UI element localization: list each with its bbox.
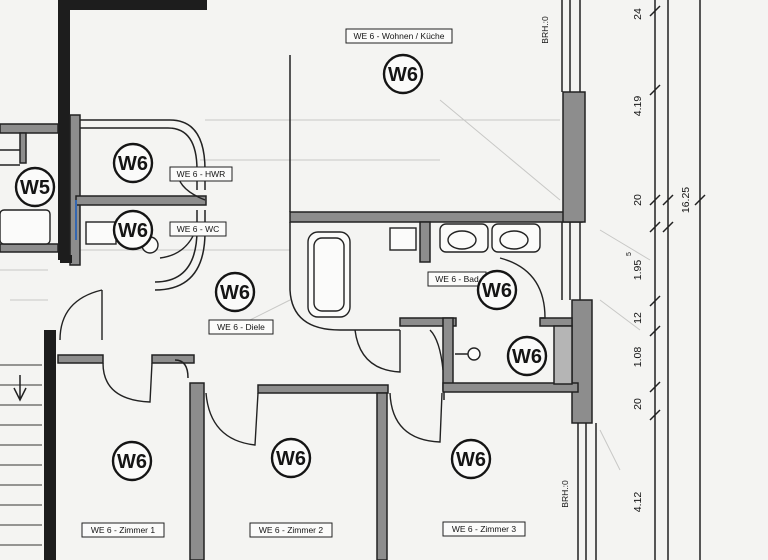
dim-24: 24 bbox=[632, 8, 644, 20]
svg-text:WE 6 - Zimmer 3: WE 6 - Zimmer 3 bbox=[452, 524, 516, 534]
badge-wohnen: W6 bbox=[382, 53, 424, 95]
room-label-zimmer1: WE 6 - Zimmer 1 bbox=[81, 522, 165, 538]
badge-diele: W6 bbox=[214, 271, 256, 313]
wall-kitchen-bath bbox=[289, 211, 583, 223]
dim-419: 4.19 bbox=[632, 96, 644, 117]
svg-text:W6: W6 bbox=[118, 220, 148, 242]
svg-text:WE 6 - Wohnen / Küche: WE 6 - Wohnen / Küche bbox=[353, 31, 444, 41]
svg-text:W6: W6 bbox=[220, 282, 250, 304]
wall-left-outer bbox=[58, 0, 70, 260]
room-label-zimmer3: WE 6 - Zimmer 3 bbox=[442, 521, 526, 537]
dim-108: 1.08 bbox=[632, 347, 644, 368]
svg-text:WE 6 - Zimmer 1: WE 6 - Zimmer 1 bbox=[91, 525, 155, 535]
badge-wc: W6 bbox=[112, 209, 154, 251]
svg-text:W6: W6 bbox=[456, 449, 486, 471]
svg-text:W6: W6 bbox=[276, 448, 306, 470]
room-label-wc: WE 6 - WC bbox=[169, 221, 227, 237]
drain-icon bbox=[467, 347, 481, 361]
svg-text:WE 6 - WC: WE 6 - WC bbox=[177, 224, 220, 234]
room-label-hwr: WE 6 - HWR bbox=[169, 166, 233, 182]
badge-zimmer2: W6 bbox=[270, 437, 312, 479]
doors bbox=[59, 174, 546, 446]
svg-text:W6: W6 bbox=[482, 280, 512, 302]
dim-195: 1.95 bbox=[632, 260, 644, 281]
badge-zimmer1: W6 bbox=[111, 440, 153, 482]
room-label-diele: WE 6 - Diele bbox=[208, 319, 274, 335]
badge-w5: W5 bbox=[14, 166, 56, 208]
background-traces bbox=[0, 99, 651, 471]
svg-text:W6: W6 bbox=[117, 451, 147, 473]
dim-412: 4.12 bbox=[632, 492, 644, 513]
svg-text:W6: W6 bbox=[118, 153, 148, 175]
svg-text:W5: W5 bbox=[20, 177, 50, 199]
dim-1625: 16.25 bbox=[680, 187, 692, 213]
wc-toilet-icon bbox=[85, 221, 117, 245]
brh-annotation-bottom: BRH.:0 bbox=[560, 480, 570, 508]
room-label-zimmer2: WE 6 - Zimmer 2 bbox=[249, 522, 333, 538]
dimension-labels: 24 4.19 20 1.95 5 12 1.08 20 4.12 16.25 bbox=[626, 8, 692, 512]
walls bbox=[0, 0, 597, 560]
badge-abstell: W6 bbox=[506, 335, 548, 377]
room-label-bad: WE 6 - Bad bbox=[427, 271, 487, 287]
svg-text:W6: W6 bbox=[512, 346, 542, 368]
toilet-icon bbox=[389, 227, 417, 251]
svg-text:WE 6 - HWR: WE 6 - HWR bbox=[177, 169, 226, 179]
svg-text:WE 6 - Diele: WE 6 - Diele bbox=[217, 322, 265, 332]
room-label-wohnen: WE 6 - Wohnen / Küche bbox=[345, 28, 453, 44]
staircase bbox=[0, 364, 42, 546]
dim-20-bottom: 20 bbox=[632, 398, 644, 410]
wall-zimmer-top bbox=[57, 354, 104, 364]
wall-left-lower bbox=[44, 330, 56, 560]
dim-12: 12 bbox=[632, 312, 644, 324]
brh-annotation-top: BRH.:0 bbox=[540, 16, 550, 44]
svg-text:WE 6 - Bad: WE 6 - Bad bbox=[435, 274, 479, 284]
badge-zimmer3: W6 bbox=[450, 438, 492, 480]
svg-text:WE 6 - Zimmer 2: WE 6 - Zimmer 2 bbox=[259, 525, 323, 535]
badge-hwr: W6 bbox=[112, 142, 154, 184]
dim-195-superscript: 5 bbox=[626, 252, 633, 256]
svg-text:W6: W6 bbox=[388, 64, 418, 86]
badge-bad: W6 bbox=[476, 269, 518, 311]
dimension-chain bbox=[649, 0, 706, 560]
fixtures bbox=[0, 200, 541, 361]
dim-20-top: 20 bbox=[632, 194, 644, 206]
